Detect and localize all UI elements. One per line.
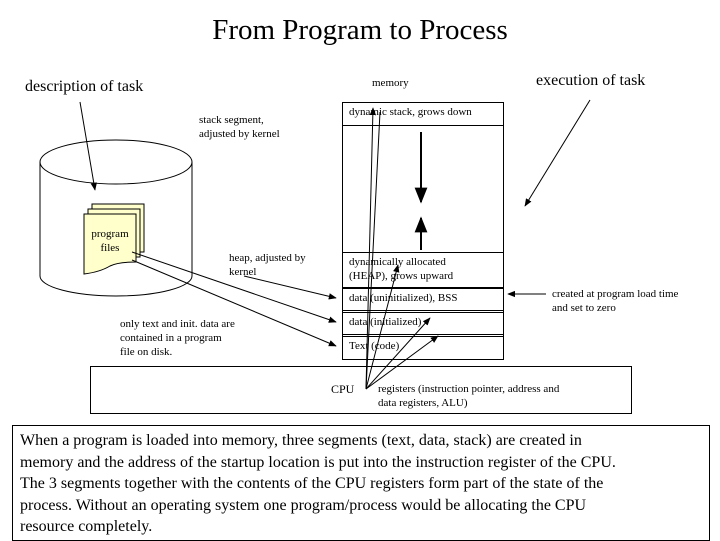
program-files-icon	[83, 203, 145, 275]
only-text-note: only text and init. data are contained i…	[120, 318, 235, 358]
registers-label: registers (instruction pointer, address …	[378, 383, 560, 409]
program-files-label: program files	[91, 228, 129, 254]
cpu-label: CPU	[331, 382, 355, 396]
stack-segment: dynamic stack, grows down	[342, 102, 504, 126]
memory-label: memory	[372, 77, 409, 89]
text-segment: Text (code)	[342, 336, 504, 360]
cpu-to-data-arrow	[365, 317, 431, 390]
cpu-to-stack-line	[365, 111, 381, 390]
description-arrow	[79, 101, 97, 191]
execution-of-task-label: execution of task	[536, 72, 646, 89]
program-to-text-arrow	[131, 259, 337, 347]
description-box: When a program is loaded into memory, th…	[12, 425, 710, 541]
heap-label: heap, adjusted by kernel	[229, 252, 306, 278]
cpu-to-heap-arrow	[365, 264, 400, 390]
data-initialized-segment: data (initialized)	[342, 312, 504, 335]
program-to-data-arrow	[131, 251, 337, 323]
cpu-box	[90, 366, 632, 414]
stack-segment-label: stack segment, adjusted by kernel	[199, 114, 280, 140]
page-title: From Program to Process	[212, 14, 508, 46]
heap-pointer-arrow	[243, 275, 337, 300]
execution-arrow	[524, 99, 591, 207]
cpu-to-stack-arrow	[365, 107, 377, 390]
created-at-load-note: created at program load time and set to …	[552, 288, 679, 314]
bss-segment: data (uninitialized), BSS	[342, 288, 504, 311]
cpu-to-text-arrow	[365, 335, 439, 390]
description-of-task-label: description of task	[25, 78, 144, 95]
